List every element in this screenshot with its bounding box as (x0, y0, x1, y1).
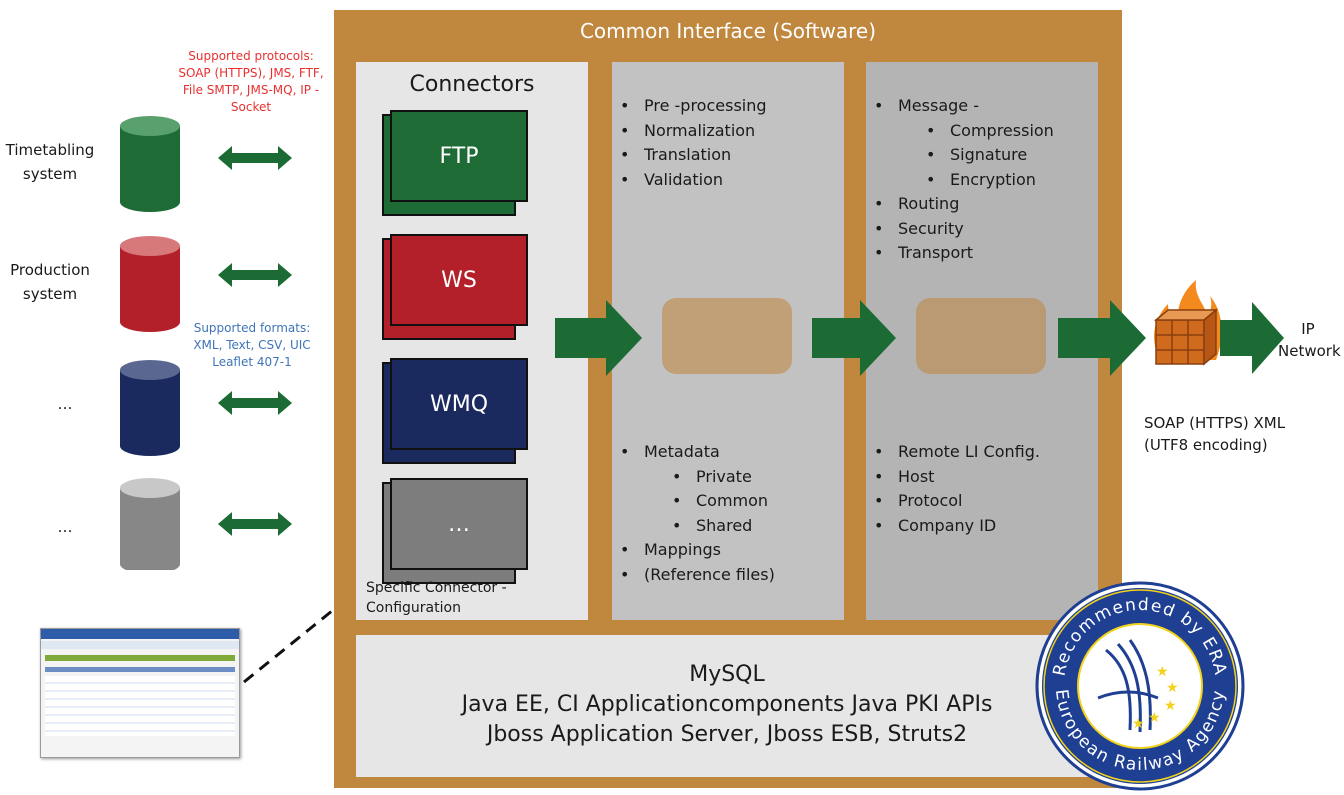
network-label: IP Network (1278, 320, 1341, 360)
connector-card-wmq: WMQ (382, 358, 528, 468)
svg-text:★: ★ (1132, 716, 1145, 732)
system-label-3: … (57, 395, 73, 413)
system-label-timetabling: Timetabling system (5, 141, 95, 183)
list-item: Validation (612, 168, 767, 193)
system-label-4: … (57, 518, 73, 536)
list-item: Routing (866, 192, 1054, 217)
era-logo-icon: ★ ★ ★ ★ ★ (1097, 639, 1179, 733)
svg-text:★: ★ (1164, 698, 1177, 714)
soap-line-1: SOAP (HTTPS) XML (1144, 414, 1286, 432)
platform-line-java: Java EE, CI Applicationcomponents Java P… (461, 692, 993, 717)
processing-box (662, 298, 792, 374)
connector-card-ws: WS (382, 234, 528, 344)
flow-arrow-icon (1058, 300, 1146, 376)
processing-top-list: Pre -processing Normalization Translatio… (612, 94, 767, 192)
flow-arrow-icon (812, 300, 896, 376)
list-item: Pre -processing (612, 94, 767, 119)
flow-arrow-icon (555, 300, 642, 376)
list-item: Mappings (612, 538, 775, 563)
list-item: Normalization (612, 119, 767, 144)
system-label-production: Production system (10, 261, 90, 303)
connector-card-ftp: FTP (382, 110, 528, 220)
list-item: Message - (866, 94, 1054, 119)
double-arrow-icon (218, 391, 292, 415)
list-item: Signature (866, 143, 1054, 168)
double-arrow-icon (218, 512, 292, 536)
platform-panel (356, 635, 1098, 777)
list-item: Metadata (612, 440, 775, 465)
platform-line-mysql: MySQL (689, 662, 765, 687)
double-arrow-icon (218, 146, 292, 170)
common-interface-title: Common Interface (Software) (579, 19, 877, 43)
soap-line-2: (UTF8 encoding) (1144, 436, 1268, 454)
formats-note: Supported formats: XML, Text, CSV, UIC L… (193, 321, 311, 369)
platform-text: MySQL Java EE, CI Applicationcomponents … (356, 660, 1098, 750)
transport-bottom-list: Remote LI Config. Host Protocol Company … (866, 440, 1040, 538)
list-item: Company ID (866, 514, 1040, 539)
platform-line-jboss: Jboss Application Server, Jboss ESB, Str… (486, 722, 968, 747)
protocols-note: Supported protocols: SOAP (HTTPS), JMS, … (178, 49, 324, 114)
era-seal: Recommended by ERA European Railway Agen… (1035, 581, 1245, 791)
database-icon-timetabling (120, 116, 180, 212)
list-item: Translation (612, 143, 767, 168)
system-cylinders (120, 116, 292, 570)
list-item: Remote LI Config. (866, 440, 1040, 465)
list-item: Security (866, 217, 1054, 242)
list-item: (Reference files) (612, 563, 775, 588)
soap-label: SOAP (HTTPS) XML (UTF8 encoding) (1144, 412, 1294, 456)
list-item: Private (612, 465, 775, 490)
network-arrow-icon (1220, 302, 1284, 374)
config-screenshot-thumbnail (40, 628, 240, 758)
dashed-connector-line (243, 596, 349, 684)
list-item: Encryption (866, 168, 1054, 193)
list-item: Compression (866, 119, 1054, 144)
svg-text:★: ★ (1166, 680, 1179, 696)
list-item: Shared (612, 514, 775, 539)
list-item: Common (612, 489, 775, 514)
transport-box (916, 298, 1046, 374)
list-item: Host (866, 465, 1040, 490)
list-item: Transport (866, 241, 1054, 266)
connector-config-label: Specific Connector - Configuration (366, 580, 507, 616)
transport-top-list: Message - Compression Signature Encrypti… (866, 94, 1054, 266)
processing-bottom-list: Metadata Private Common Shared Mappings … (612, 440, 775, 587)
network-arrow (1220, 302, 1284, 374)
database-icon-production (120, 236, 180, 332)
svg-text:★: ★ (1156, 664, 1169, 680)
double-arrow-icon (218, 263, 292, 287)
svg-text:★: ★ (1148, 710, 1161, 726)
firewall-icon (1153, 280, 1222, 366)
database-icon-3 (120, 360, 180, 456)
database-icon-4 (120, 478, 180, 570)
connector-card-more: … (382, 478, 528, 588)
flow-arrows (555, 300, 1146, 376)
connectors-heading: Connectors (409, 72, 535, 97)
list-item: Protocol (866, 489, 1040, 514)
